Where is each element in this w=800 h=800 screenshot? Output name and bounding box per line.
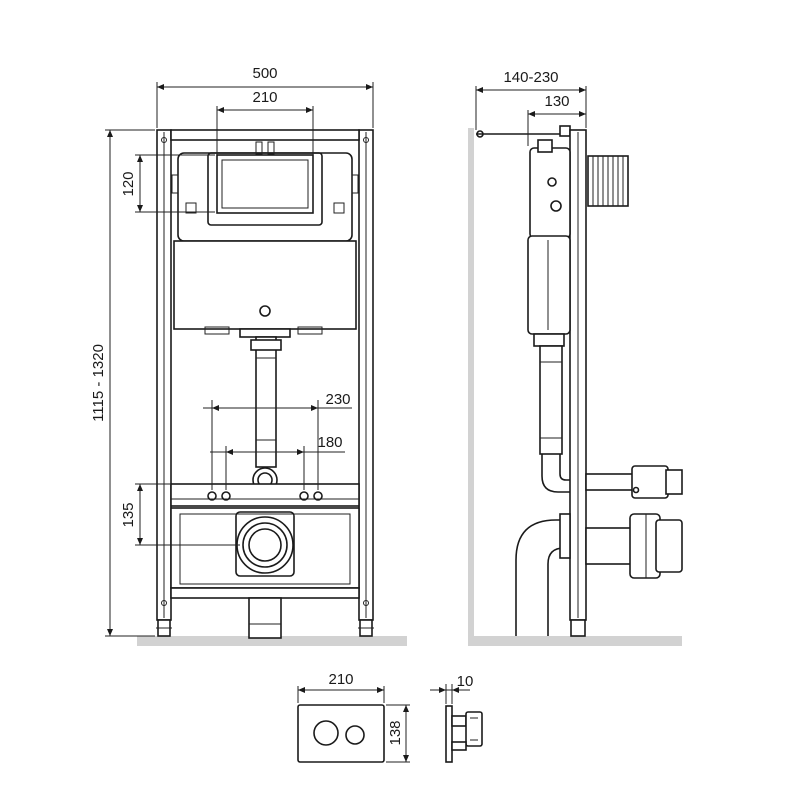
dim-top-offset: 120 — [120, 171, 137, 196]
side-foot — [570, 619, 586, 637]
dim-plate-thickness: 10 — [457, 673, 474, 690]
bolt-right-inner — [299, 491, 309, 501]
flush-plate-front: 210 138 — [297, 671, 410, 763]
bottom-crossbar — [170, 587, 360, 599]
side-flush-pipe — [539, 345, 563, 455]
flush-pipe — [255, 336, 277, 468]
side-floor — [468, 636, 682, 646]
side-wall — [468, 128, 474, 640]
dim-side-depth: 130 — [544, 93, 569, 110]
bolt-right-outer — [313, 491, 323, 501]
cistern-body — [173, 240, 357, 330]
flush-plate-profile — [445, 705, 453, 763]
drain-pipe — [248, 597, 282, 639]
flush-button-large — [313, 720, 339, 746]
inspection-opening — [216, 154, 314, 214]
dim-front-width: 500 — [252, 65, 277, 82]
cistern-top — [177, 152, 353, 242]
bolt-crossbar — [170, 483, 360, 507]
drain-outlet — [236, 516, 294, 574]
dim-height-range: 1115 - 1320 — [90, 344, 107, 422]
flush-button-small — [345, 725, 365, 745]
dim-outlet-height: 135 — [120, 502, 137, 527]
front-floor — [137, 636, 407, 646]
flush-plate — [297, 704, 385, 763]
side-cistern-top — [529, 147, 571, 239]
dim-bolt-outer: 230 — [325, 391, 350, 408]
drain-elbow — [515, 519, 570, 636]
flush-plate-side: 10 — [430, 673, 483, 763]
flush-connector — [585, 473, 635, 491]
top-crossbar — [170, 129, 360, 141]
dim-side-depth-range: 140-230 — [503, 69, 558, 86]
side-view: 140-230 130 — [468, 69, 683, 646]
dim-plate-width: 210 — [328, 671, 353, 688]
water-inlet — [259, 305, 271, 317]
dim-tank-width: 210 — [252, 89, 277, 106]
bolt-left-outer — [207, 491, 217, 501]
dim-bolt-inner: 180 — [317, 434, 342, 451]
side-cistern-body — [527, 235, 571, 335]
dim-plate-height: 138 — [387, 720, 404, 745]
bolt-left-inner — [221, 491, 231, 501]
front-view: 500 210 120 1115 - 1320 230 — [90, 65, 407, 646]
drain-connector — [585, 527, 633, 565]
